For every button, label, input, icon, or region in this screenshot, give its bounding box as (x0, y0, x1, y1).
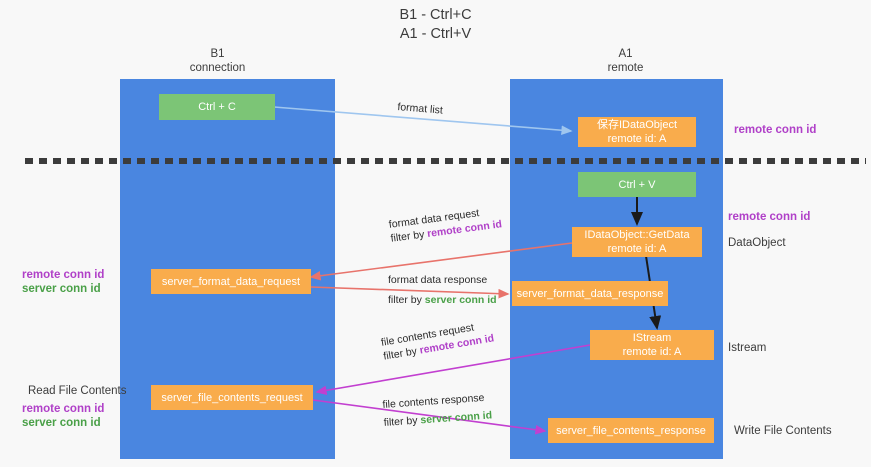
label-left-read-file-contents: Read File Contents (28, 385, 127, 397)
edge-label-format-data-response-line2: filter by server conn id (388, 293, 497, 307)
server-conn-id-tag: server conn id (420, 409, 493, 427)
edge-label-format-list: format list (397, 100, 443, 118)
filter-by-text: filter by (389, 228, 428, 245)
label-right-write-file-contents: Write File Contents (734, 425, 832, 437)
server-conn-id-tag: server conn id (424, 294, 497, 306)
node-idataobject-getdata[interactable]: IDataObject::GetData remote id: A (572, 227, 702, 257)
node-server-file-contents-response[interactable]: server_file_contents_response (548, 418, 714, 443)
page-title: B1 - Ctrl+C A1 - Ctrl+V (399, 7, 472, 42)
lane-header-b1: B1 connection (189, 48, 246, 74)
edge-label-format-data-response: format data response filter by server co… (388, 273, 497, 307)
filter-by-text: filter by (388, 294, 425, 306)
node-server-format-data-request[interactable]: server_format_data_request (151, 269, 311, 294)
lane-header-a1: A1 remote (607, 48, 644, 74)
label-left-remote-conn-id-2: remote conn id (22, 403, 105, 415)
label-right-istream: Istream (728, 342, 767, 354)
label-right-dataobject: DataObject (728, 237, 786, 249)
label-left-server-conn-id-1: server conn id (22, 283, 101, 295)
edge-label-format-list-line1: format list (396, 100, 444, 117)
label-left-server-conn-id-2: server conn id (22, 417, 101, 429)
edge-label-file-contents-request: file contents request filter by remote c… (380, 318, 495, 364)
edge-label-file-contents-response: file contents response filter by server … (382, 390, 493, 429)
node-server-file-contents-request[interactable]: server_file_contents_request (151, 385, 313, 410)
filter-by-text: filter by (383, 414, 421, 429)
node-server-format-data-response[interactable]: server_format_data_response (512, 281, 668, 306)
node-save-idataobject[interactable]: 保存IDataObject remote id: A (578, 117, 696, 147)
label-left-remote-conn-id-1: remote conn id (22, 269, 105, 281)
node-istream[interactable]: IStream remote id: A (590, 330, 714, 360)
edge-label-format-data-response-line1: format data response (388, 274, 488, 286)
label-right-remote-conn-id-1: remote conn id (734, 124, 817, 136)
label-right-remote-conn-id-2: remote conn id (728, 211, 811, 223)
edge-label-format-data-request: format data request filter by remote con… (388, 203, 503, 245)
node-ctrl-c[interactable]: Ctrl + C (159, 94, 275, 120)
node-ctrl-v[interactable]: Ctrl + V (578, 172, 696, 197)
